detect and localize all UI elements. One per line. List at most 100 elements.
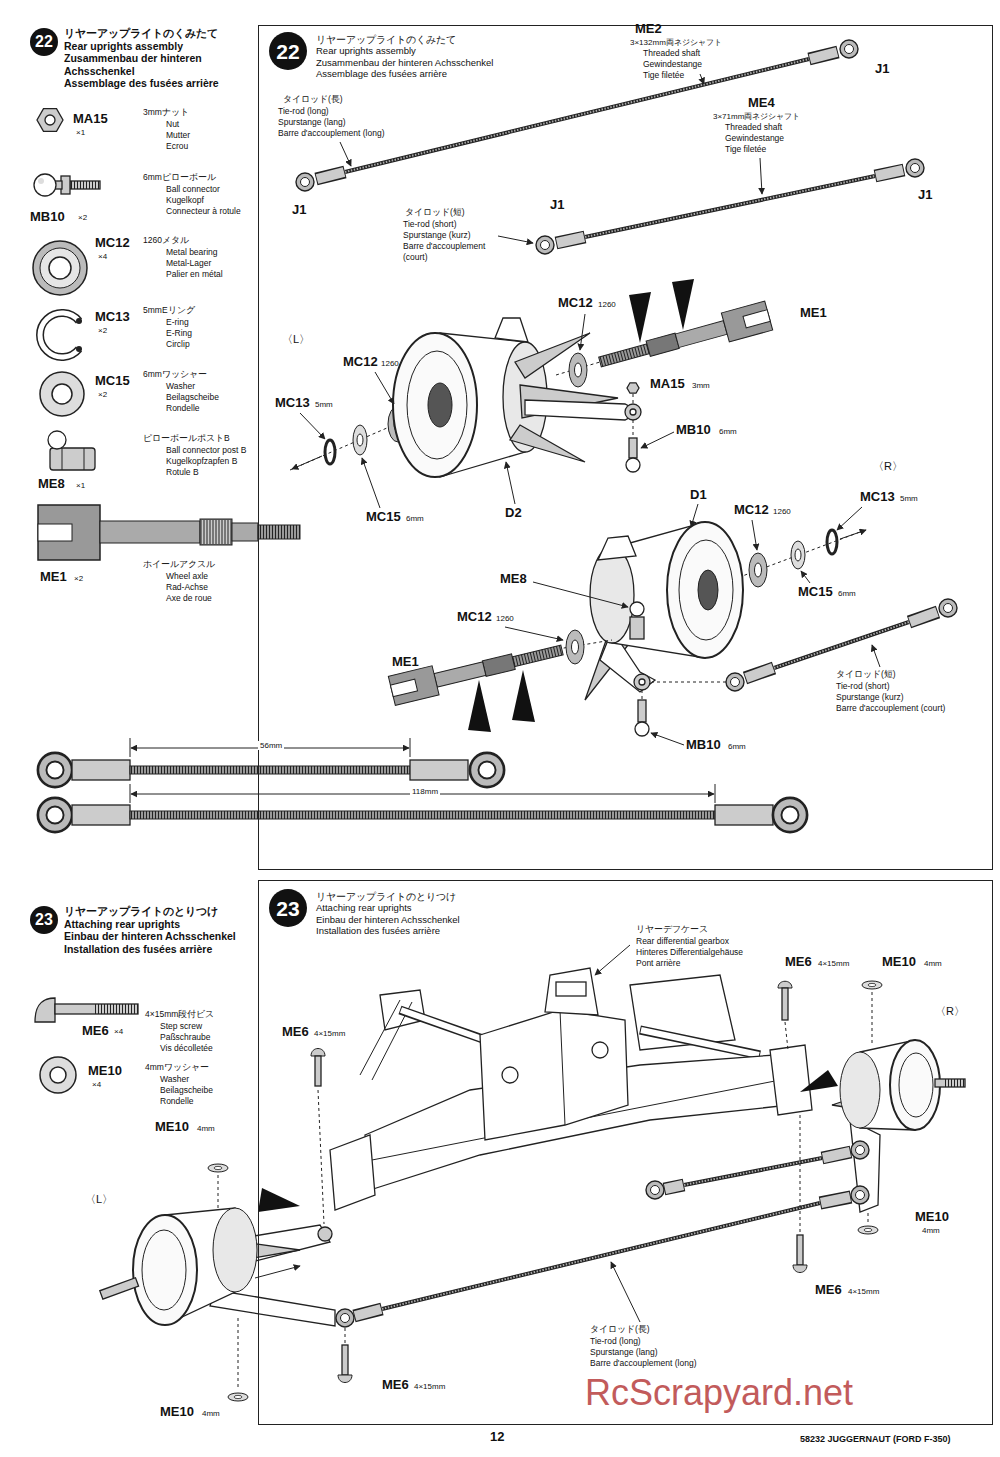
quantity-or-size: 5mm <box>315 400 333 409</box>
tie-rod-short-drawing <box>823 1152 850 1158</box>
label-anchor: ME1 <box>40 570 67 585</box>
ball-connector-icon <box>55 181 62 189</box>
upright-d1-drawing <box>482 654 515 677</box>
watermark: RcScrapyard.net <box>585 1372 853 1413</box>
quantity-or-size: 4×15mm <box>848 1287 879 1296</box>
upright-drawing <box>100 1208 335 1326</box>
step-heading: Rear uprights assembly <box>316 45 636 56</box>
screw-drawing <box>782 988 788 1020</box>
upright-d1-drawing <box>638 700 646 722</box>
chassis-drawing <box>592 1042 608 1058</box>
part-code: MA15 <box>73 112 108 127</box>
part-description: Gewindestange <box>725 134 784 144</box>
upright-d1-drawing <box>468 680 491 732</box>
step-heading: Attaching rear uprights <box>316 902 636 913</box>
upright-d2-drawing <box>353 425 367 455</box>
leader-line <box>580 314 585 350</box>
part-description: タイロッド(短) <box>405 208 465 218</box>
label-anchor: Threaded shaft <box>643 49 700 59</box>
upright-d2-drawing <box>629 292 651 343</box>
tie-rod-short-drawing <box>774 622 909 668</box>
tie-rod-short-drawing <box>38 753 72 787</box>
leader-line <box>752 520 757 550</box>
step-heading: Einbau der hinteren Achsschenkel <box>64 930 239 943</box>
label-anchor: 〈R〉 <box>935 1005 965 1018</box>
label-anchor: 4mm <box>924 959 942 968</box>
washer-icon <box>40 372 84 416</box>
dimension: 56mm <box>258 741 284 750</box>
quantity-or-size: 1260 <box>598 300 616 309</box>
label-anchor: MA15 <box>73 112 108 127</box>
part-description: Beilagscheibe <box>166 393 219 403</box>
quantity-or-size: 6mm <box>838 589 856 598</box>
leader-line <box>300 413 325 439</box>
chassis-drawing <box>400 1010 500 1045</box>
upright-drawing <box>840 1052 880 1128</box>
step-heading: Installation des fusées arrière <box>316 925 636 936</box>
part-description: ピローボールポストB <box>143 434 230 444</box>
part-code: D2 <box>505 506 522 521</box>
nut-icon <box>37 109 63 132</box>
leader-line <box>375 372 394 404</box>
upright-d1-drawing <box>827 530 837 554</box>
tie-rod-short-drawing <box>745 668 774 678</box>
part-code: MB10 <box>676 423 711 438</box>
label-anchor: Tie-rod (long) <box>278 107 329 117</box>
upright-d2-drawing <box>325 440 335 464</box>
dimension-line <box>130 738 410 757</box>
upright-d2-drawing <box>601 349 648 362</box>
tie-rod-short-drawing <box>876 170 903 176</box>
upright-d2-drawing <box>440 333 525 477</box>
step-number: 22 <box>276 41 299 62</box>
screw-drawing <box>862 981 882 989</box>
ball-connector-icon <box>34 174 100 196</box>
side-mark: 〈L〉 <box>85 1193 113 1206</box>
upright-d1-drawing <box>512 670 535 722</box>
label-anchor: RcScrapyard.net <box>585 1372 853 1413</box>
label-anchor: ME8 <box>38 477 65 492</box>
heading-block: リヤーアップライトのとりつけAttaching rear uprightsEin… <box>64 905 239 955</box>
tie-rod-short-drawing <box>906 159 924 177</box>
part-description: Kugelkopf <box>166 196 204 206</box>
part-code: MC15 <box>95 374 130 389</box>
upright-drawing <box>860 1040 915 1130</box>
step-number: 23 <box>35 912 53 928</box>
leader-line <box>691 504 698 527</box>
label-anchor: 4×15mm <box>818 959 849 968</box>
label-anchor: ×2 <box>74 574 83 583</box>
tie-rod-long-drawing <box>131 811 715 819</box>
upright-d2-drawing <box>575 363 582 377</box>
upright-d2-drawing <box>675 321 727 348</box>
step-number: 22 <box>35 34 53 50</box>
part-description: 3mmナット <box>143 108 189 118</box>
chassis-drawing <box>560 1010 565 1125</box>
label-anchor: 4×15mm <box>414 1382 445 1391</box>
screw-drawing <box>872 992 873 1045</box>
label-anchor: Beilagscheibe <box>160 1086 213 1096</box>
part-description: Circlip <box>166 340 190 350</box>
washer-icon <box>40 1057 76 1093</box>
chassis-drawing <box>556 982 586 996</box>
label-anchor: 4×15mm <box>314 1029 345 1038</box>
label-anchor: J1 <box>550 198 564 213</box>
quantity-or-size: ×4 <box>114 1027 123 1036</box>
part-description: Tie-rod (long) <box>278 107 329 117</box>
part-code: J1 <box>550 198 564 213</box>
label-anchor: ME1 <box>392 655 419 670</box>
part-code: MC12 <box>343 355 378 370</box>
upright-d2-drawing <box>407 351 467 459</box>
label-anchor: ME10 <box>915 1210 949 1225</box>
step-heading: Assemblage des fusées arrière <box>316 68 636 79</box>
step-heading: Einbau der hinteren Achsschenkel <box>316 914 636 925</box>
ball-post-icon <box>48 431 66 449</box>
chassis-drawing <box>372 1002 412 1080</box>
tie-rod-short-drawing <box>646 1141 869 1199</box>
upright-d1-drawing <box>667 522 743 658</box>
label-anchor: Threaded shaft <box>725 123 782 133</box>
label-anchor: Pont arrière <box>636 959 680 969</box>
quantity-or-size: 3×132mm両ネジシャフト <box>630 38 722 47</box>
label-anchor: ME4 <box>748 96 775 111</box>
label-anchor: 3mm <box>692 381 710 390</box>
part-description: Vis décolletée <box>160 1044 213 1054</box>
upright-drawing <box>945 1079 965 1087</box>
